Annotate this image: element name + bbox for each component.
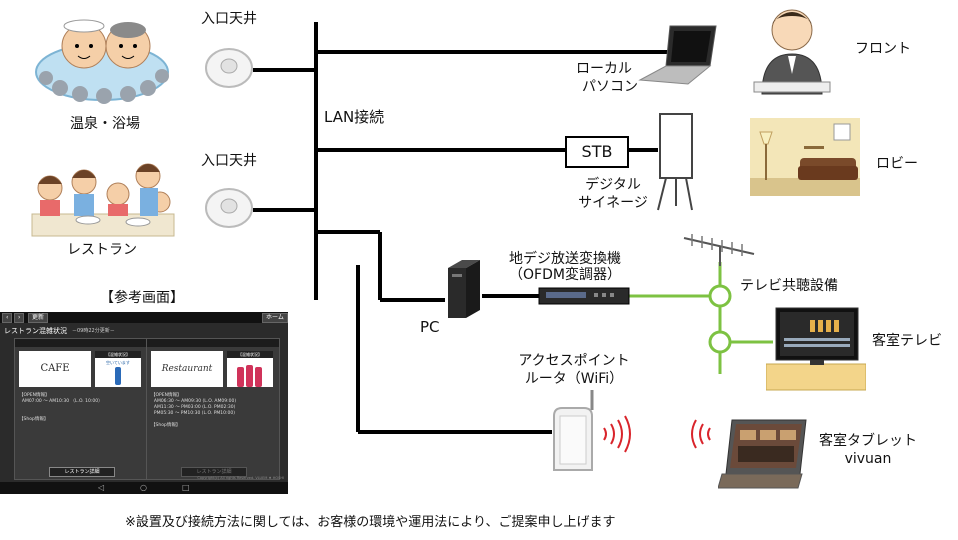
restaurant-logo: Restaurant [151, 351, 223, 387]
tablet-label-2: vivuan [844, 451, 892, 467]
restaurant-detail-button-1[interactable]: レストラン詳細 [49, 467, 115, 477]
front-staff-illustration [753, 9, 831, 95]
splitter-2 [708, 330, 732, 354]
onsen-illustration [35, 19, 169, 104]
ofdm-converter-icon [538, 287, 630, 305]
restaurant-panel-1: CAFE 【混雑状況】 空いています 【OPEN情報】 AM07:00 ～ AM… [14, 338, 148, 480]
front-label: フロント [855, 41, 911, 57]
converter-label-2: （OFDM変調器） [509, 267, 621, 283]
tv-common-label: テレビ共聴設備 [740, 278, 838, 294]
splitter-1 [708, 284, 732, 308]
screen-title: レストラン混雑状況 [4, 327, 67, 335]
lan-label: LAN接続 [324, 108, 385, 126]
tablet-label-1: 客室タブレット [819, 433, 917, 449]
room-tv-icon [766, 307, 866, 391]
screen-updated: －09時22分更新－ [72, 328, 115, 334]
screen-back-icon[interactable]: ‹ [2, 313, 13, 323]
stb-box: STB [565, 136, 629, 168]
pc-label: PC [420, 318, 440, 336]
signage-label-2: サイネージ [578, 195, 648, 211]
cafe-logo: CAFE [19, 351, 91, 387]
screen-forward-icon[interactable]: › [14, 313, 25, 323]
status-box-2: 【混雑状況】 [227, 351, 273, 387]
converter-label-1: 地デジ放送変換機 [509, 251, 621, 267]
panel2-info: 【OPEN情報】 AM06:30 ～ AM09:30 (L.O. AM09:00… [151, 393, 237, 428]
onsen-label: 温泉・浴場 [70, 116, 140, 132]
ceiling2-label: 入口天井 [201, 153, 257, 169]
access-point-icon [553, 390, 594, 471]
ap-label-2: ルータ（WiFi） [524, 371, 624, 387]
nav-back-icon[interactable]: ◁ [98, 483, 105, 492]
status-box-1: 【混雑状況】 空いています [95, 351, 141, 387]
reference-screen-label: 【参考画面】 [100, 290, 184, 306]
ceiling-device-1-icon [205, 48, 253, 88]
ceiling1-label: 入口天井 [201, 11, 257, 27]
screen-nav-bar: ◁ ○ □ [0, 482, 288, 494]
screen-copyright: Copyright(c) All rights Reserved. VLUEM … [197, 476, 284, 480]
lobby-illustration [750, 118, 860, 196]
room-tv-label: 客室テレビ [872, 333, 942, 349]
ceiling-device-2-icon [205, 188, 253, 228]
reference-screen: ‹ › 更新 ホーム レストラン混雑状況 －09時22分更新－ CAFE 【混雑… [0, 312, 288, 494]
antenna-icon [683, 234, 755, 266]
restaurant-label: レストラン [67, 242, 137, 258]
footnote: ※設置及び接続方法に関しては、お客様の環境や運用法により、ご提案申し上げます [125, 515, 616, 530]
restaurant-detail-button-2[interactable]: レストラン詳細 [181, 467, 247, 477]
nav-home-icon[interactable]: ○ [140, 483, 147, 492]
ap-label-1: アクセスポイント [518, 353, 630, 369]
laptop-icon [638, 25, 717, 85]
restaurant-panel-2: Restaurant 【混雑状況】 【OPEN情報】 AM06:30 ～ AM0… [146, 338, 280, 480]
screen-home-button[interactable]: ホーム [262, 313, 288, 323]
wifi-waves-ap [603, 415, 631, 453]
screen-refresh-button[interactable]: 更新 [28, 313, 49, 323]
restaurant-illustration [31, 163, 175, 237]
digital-signage-icon [657, 113, 693, 211]
local-pc-label-2: パソコン [582, 79, 638, 95]
lobby-label: ロビー [876, 156, 918, 172]
pc-tower-icon [448, 260, 480, 318]
signage-label-1: デジタル [585, 177, 641, 193]
room-tablet-icon [718, 419, 807, 489]
nav-recent-icon[interactable]: □ [182, 483, 190, 492]
local-pc-label-1: ローカル [576, 61, 632, 77]
wifi-waves-tablet [691, 419, 711, 449]
panel1-info: 【OPEN情報】 AM07:00 ～ AM10:30 （L.O. 10:00） … [19, 393, 103, 422]
screen-top-bar: ‹ › 更新 ホーム [0, 312, 288, 323]
